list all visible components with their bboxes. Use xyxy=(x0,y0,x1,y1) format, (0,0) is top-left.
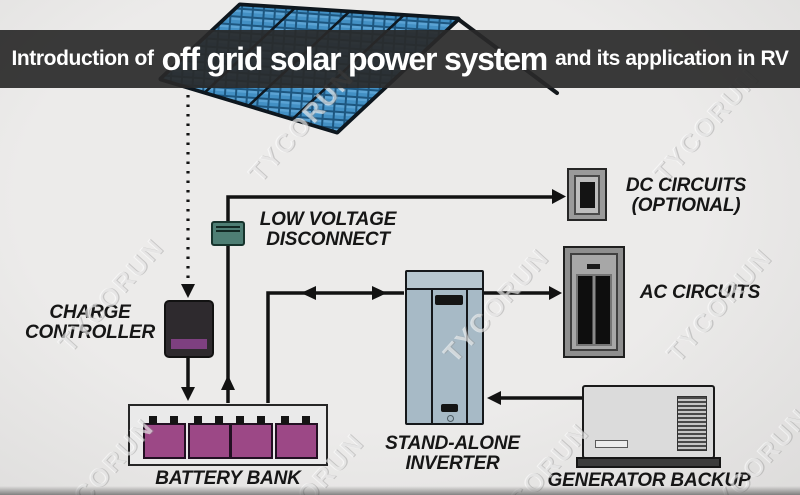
charge-controller-display xyxy=(171,339,207,349)
generator-backup-device xyxy=(582,385,715,459)
wire-pv-to-controller xyxy=(181,95,195,298)
bottom-vignette xyxy=(0,486,800,495)
arrow-right-icon xyxy=(549,286,562,300)
arrow-left-icon xyxy=(487,391,501,405)
wire-battery-to-inverter xyxy=(266,286,404,403)
ac-circuits-panel xyxy=(563,246,625,358)
inverter-knob xyxy=(447,415,454,422)
inverter-top-band xyxy=(407,272,482,290)
label-line: DC CIRCUITS xyxy=(625,175,747,196)
arrow-right-icon xyxy=(372,286,387,300)
battery-bank-enclosure xyxy=(128,404,328,466)
battery-terminal xyxy=(281,416,289,424)
label-line: LOW VOLTAGE xyxy=(259,209,397,230)
arrow-down-icon xyxy=(181,387,195,401)
title-suffix: and its application in RV xyxy=(555,47,789,70)
arrow-down-icon xyxy=(181,284,195,298)
dc-circuits-slot xyxy=(579,181,595,208)
title-banner: Introduction of off grid solar power sys… xyxy=(0,30,800,88)
title-prefix: Introduction of xyxy=(11,47,154,70)
ac-circuits-label: AC CIRCUITS xyxy=(639,282,761,303)
generator-slot xyxy=(595,440,628,448)
arrow-up-icon xyxy=(221,375,235,390)
label-line: INVERTER xyxy=(405,453,500,474)
wire-controller-to-battery xyxy=(181,358,195,401)
label-line: CHARGE xyxy=(49,302,131,323)
inverter-divider xyxy=(431,288,433,423)
ac-panel-breaker-window xyxy=(576,274,612,346)
low-voltage-disconnect-label: LOW VOLTAGE DISCONNECT xyxy=(247,210,409,250)
charge-controller-device xyxy=(164,300,214,358)
label-line: STAND-ALONE xyxy=(385,433,520,454)
battery-terminal xyxy=(194,416,202,424)
stand-alone-inverter-device xyxy=(405,270,484,425)
title-highlight: off grid solar power system xyxy=(161,40,549,77)
dc-circuits-label: DC CIRCUITS (OPTIONAL) xyxy=(613,176,759,216)
battery-terminal xyxy=(302,416,310,424)
inverter-outlet-slot xyxy=(441,404,458,412)
dc-circuits-frame xyxy=(574,174,600,215)
arrow-right-icon xyxy=(552,189,566,204)
low-voltage-disconnect-device xyxy=(211,221,245,246)
label-line: CONTROLLER xyxy=(25,322,155,343)
label-line: DISCONNECT xyxy=(266,229,390,250)
lvd-vent xyxy=(216,226,240,228)
wire-generator-to-inverter xyxy=(487,391,582,405)
lvd-vent xyxy=(216,230,240,232)
battery-bank-label: BATTERY BANK xyxy=(155,468,301,489)
inverter-display-slot xyxy=(435,295,463,305)
ac-panel-latch xyxy=(587,264,600,269)
wire-inverter-to-ac-circuits xyxy=(484,286,562,300)
battery-cell xyxy=(143,416,186,459)
battery-cell xyxy=(230,416,273,459)
battery-terminal xyxy=(236,416,244,424)
battery-terminal xyxy=(257,416,265,424)
battery-terminal xyxy=(170,416,178,424)
battery-terminal xyxy=(215,416,223,424)
inverter-divider xyxy=(466,288,468,423)
generator-base xyxy=(576,457,721,468)
dc-circuits-device xyxy=(567,168,607,221)
battery-cell xyxy=(188,416,231,459)
arrow-left-icon xyxy=(301,286,316,300)
stand-alone-inverter-label: STAND-ALONE INVERTER xyxy=(370,434,535,474)
generator-vent-grille xyxy=(677,396,707,451)
wire-battery-to-dc-circuits xyxy=(221,189,566,403)
label-line: (OPTIONAL) xyxy=(631,195,741,216)
charge-controller-label: CHARGE CONTROLLER xyxy=(10,303,170,343)
battery-cell xyxy=(275,416,318,459)
battery-terminal xyxy=(149,416,157,424)
generator-backup-label: GENERATOR BACKUP xyxy=(547,470,751,491)
